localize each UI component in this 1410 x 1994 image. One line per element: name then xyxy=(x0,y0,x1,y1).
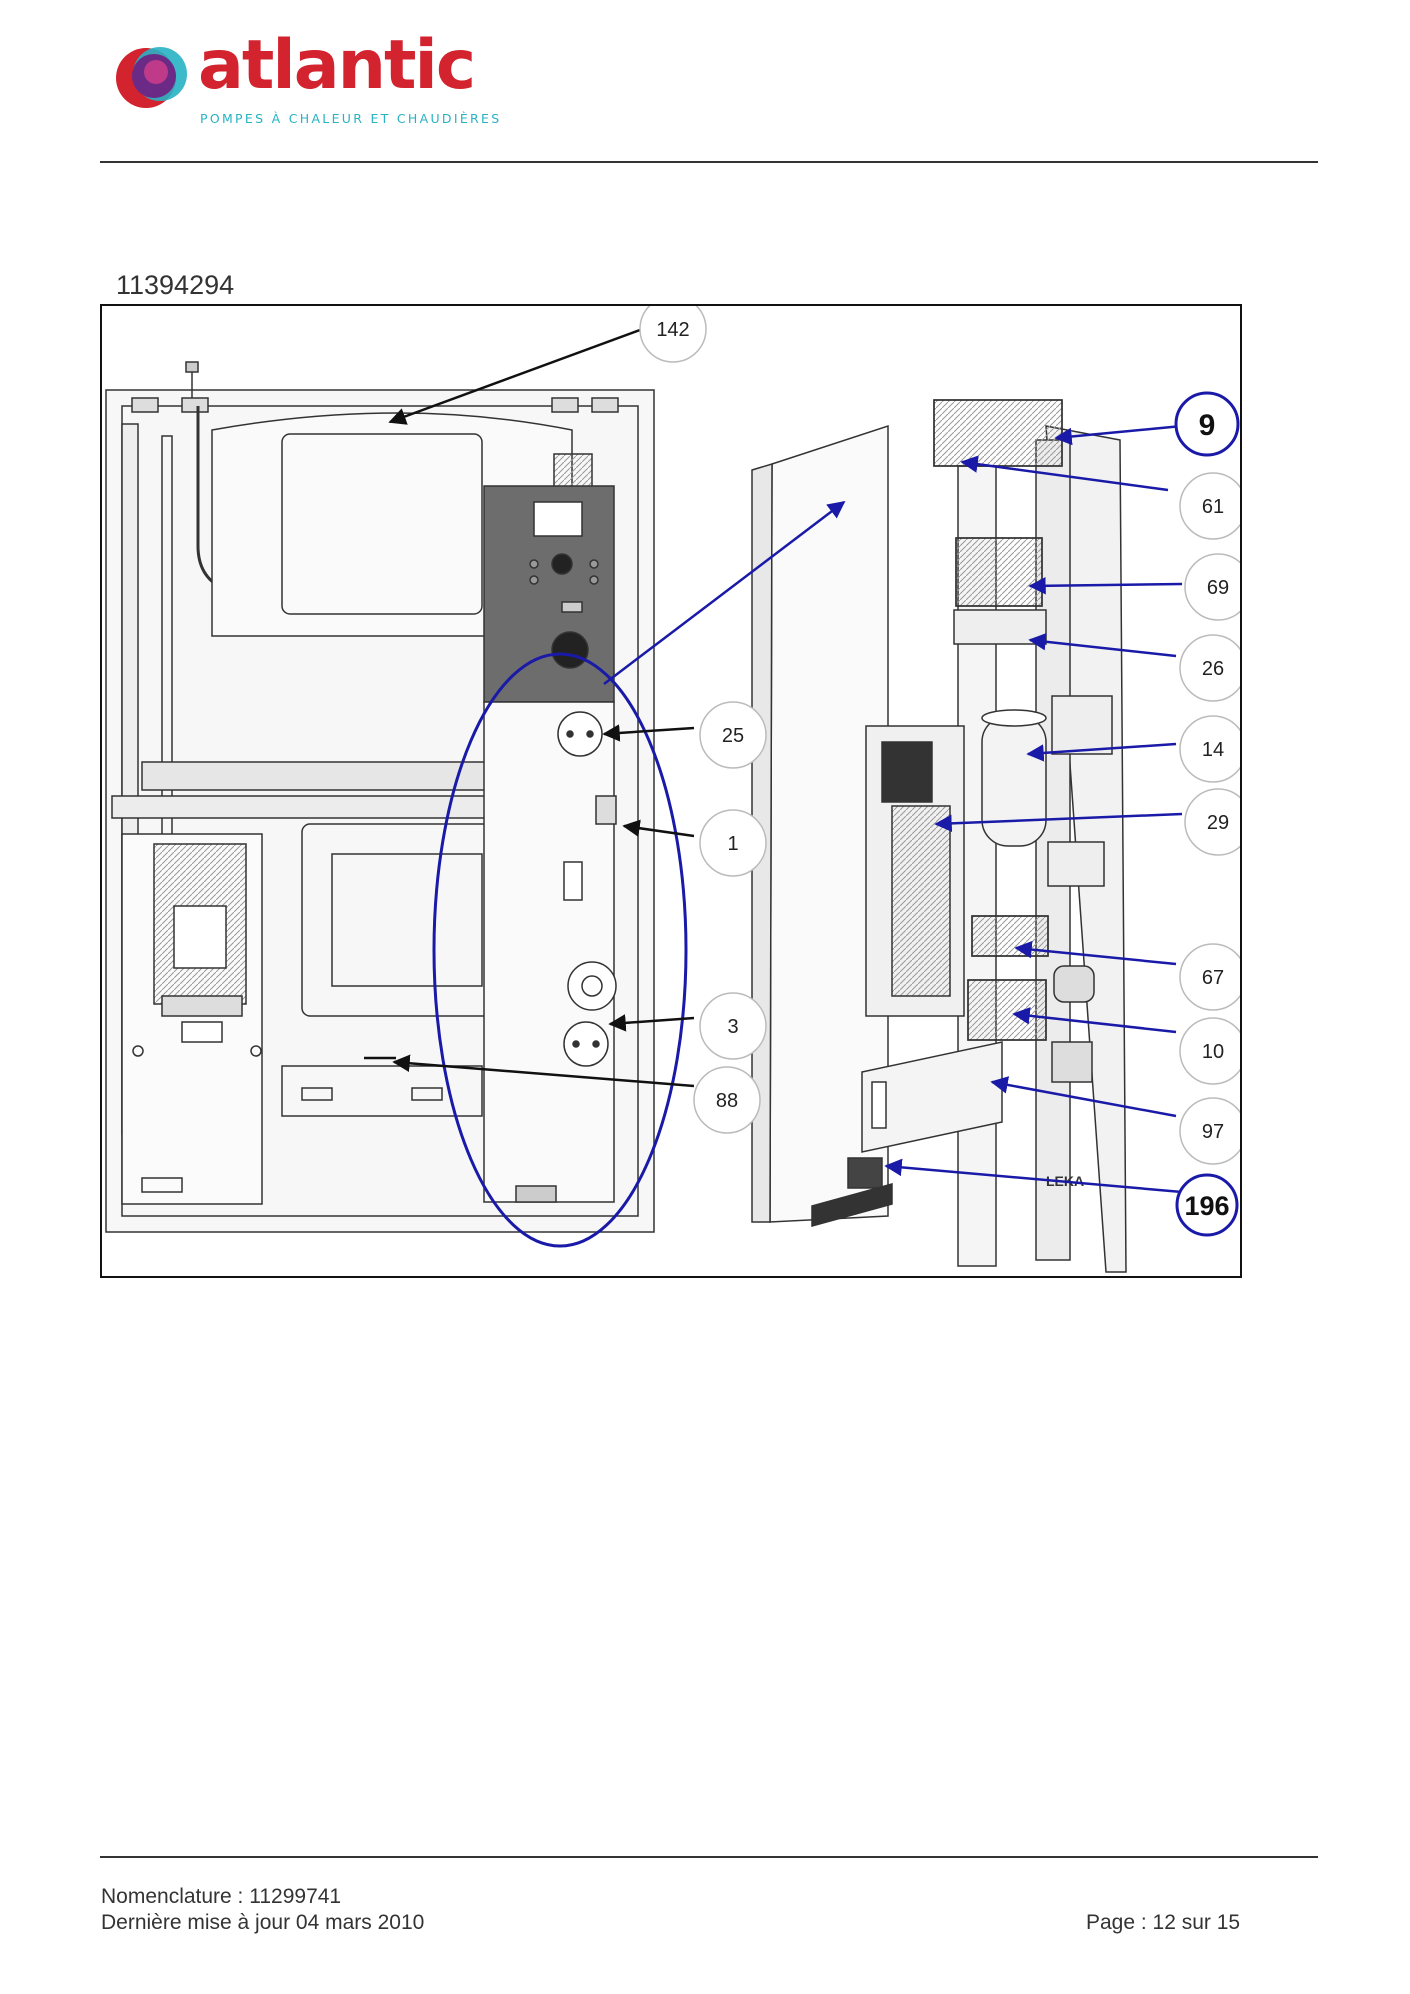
svg-text:196: 196 xyxy=(1184,1191,1229,1221)
callout-9: 9 xyxy=(1174,391,1240,457)
page-number: Page : 12 sur 15 xyxy=(1086,1911,1241,1934)
svg-text:1: 1 xyxy=(727,833,738,855)
svg-text:26: 26 xyxy=(1202,658,1224,680)
callout-61: 61 xyxy=(1179,472,1240,540)
logo-mark-icon xyxy=(116,47,187,108)
boiler-housing xyxy=(105,361,655,1233)
callout-88: 88 xyxy=(693,1066,761,1134)
svg-text:10: 10 xyxy=(1202,1041,1224,1063)
brand-tagline: POMPES À CHALEUR ET CHAUDIÈRES xyxy=(200,111,502,126)
callout-29: 29 xyxy=(1184,788,1240,856)
svg-text:14: 14 xyxy=(1202,739,1224,761)
callout-14: 14 xyxy=(1179,715,1240,783)
svg-text:88: 88 xyxy=(716,1090,738,1112)
svg-text:29: 29 xyxy=(1207,812,1229,834)
svg-text:69: 69 xyxy=(1207,577,1229,599)
callout-26: 26 xyxy=(1179,634,1240,702)
footer-updated: Dernière mise à jour 04 mars 2010 xyxy=(101,1911,425,1934)
callout-1: 1 xyxy=(699,809,767,877)
callout-97: 97 xyxy=(1179,1097,1240,1165)
diagram-svg: LEKA 142 xyxy=(105,306,1240,1273)
highlight-ellipse xyxy=(432,652,688,1248)
callout-69: 69 xyxy=(1184,553,1240,621)
callout-67: 67 xyxy=(1179,943,1240,1011)
svg-text:61: 61 xyxy=(1202,496,1224,518)
callout-25: 25 xyxy=(699,701,767,769)
callout-142: 142 xyxy=(639,306,707,363)
svg-text:67: 67 xyxy=(1202,967,1224,989)
callout-3: 3 xyxy=(699,992,767,1060)
svg-text:9: 9 xyxy=(1199,409,1216,442)
footer-nomenclature: Nomenclature : 11299741 xyxy=(101,1885,342,1908)
callout-10: 10 xyxy=(1179,1017,1240,1085)
atlantic-logo: atlantic POMPES À CHALEUR ET CHAUDIÈRES xyxy=(112,32,499,133)
document-reference: 11394294 xyxy=(116,270,235,300)
control-panel xyxy=(483,485,617,1203)
svg-text:97: 97 xyxy=(1202,1121,1224,1143)
svg-text:3: 3 xyxy=(727,1016,738,1038)
header-rule xyxy=(100,161,1318,163)
svg-text:25: 25 xyxy=(722,725,744,747)
footer-rule xyxy=(100,1856,1318,1858)
brand-name: atlantic xyxy=(198,26,476,105)
electrical-panel xyxy=(751,399,1127,1273)
exploded-diagram: LEKA 142 xyxy=(100,304,1242,1278)
svg-text:142: 142 xyxy=(656,319,689,341)
leader-lines xyxy=(364,328,1183,1194)
callout-196: 196 xyxy=(1175,1173,1239,1237)
